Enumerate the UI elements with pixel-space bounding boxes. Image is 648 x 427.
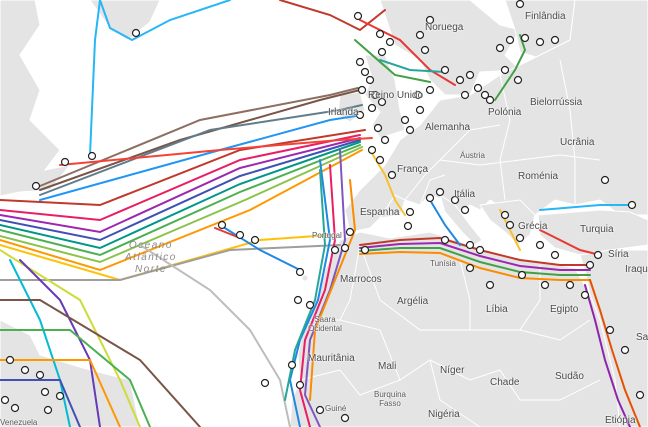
label-polonia: Polónia [488, 107, 522, 118]
land-north-america [0, 0, 72, 197]
label-nigeria: Nigéria [428, 409, 460, 420]
label-marrocos: Marrocos [340, 274, 382, 285]
label-franca: França [397, 164, 429, 175]
label-austria: Áustria [460, 151, 485, 160]
label-bielorussia: Bielorrússia [530, 97, 583, 108]
label-reino-unido: Reino Unido [368, 90, 424, 101]
label-tunisia: Tunísia [430, 259, 456, 268]
label-niger: Níger [440, 365, 465, 376]
ocean-label: Oceano Atlântico Norte [125, 240, 177, 276]
label-grecia: Grécia [518, 221, 548, 232]
label-etiopia: Etiópia [605, 415, 636, 426]
label-italia: Itália [454, 189, 476, 200]
label-venezuela: Venezuela [0, 418, 38, 427]
label-argelia: Argélia [397, 296, 429, 307]
label-finlandia: Finlândia [525, 11, 566, 22]
label-iraque: Iraque [625, 264, 648, 275]
label-saara-ocidental: Saara Ocidental [308, 315, 342, 333]
label-irlanda: Irlanda [328, 107, 359, 118]
label-noruega: Noruega [425, 22, 464, 33]
label-ucrania: Ucrânia [560, 137, 595, 148]
label-mauritania: Mauritânia [308, 353, 355, 364]
label-siria: Síria [608, 249, 629, 260]
label-libia: Líbia [486, 304, 508, 315]
label-egipto: Egipto [550, 304, 579, 315]
label-mali: Mali [378, 361, 397, 372]
label-espanha: Espanha [360, 207, 400, 218]
label-chade: Chade [490, 377, 520, 388]
land-italy [439, 193, 483, 246]
label-turquia: Turquia [580, 224, 614, 235]
label-portugal: Portugal [312, 231, 342, 240]
label-burquina-fasso: Burquina Fasso [373, 390, 407, 408]
ocean-label-line1: Oceano [128, 240, 173, 251]
land-canaries [301, 274, 309, 282]
land-caribbean-south-america [0, 319, 141, 427]
label-guine: Guiné [325, 404, 347, 413]
label-sudao: Sudão [555, 371, 584, 382]
ocean-label-line2: Atlântico [125, 252, 177, 263]
ocean-label-line3: Norte [134, 264, 167, 275]
label-alemanha: Alemanha [425, 122, 471, 133]
label-romenia: Roménia [518, 171, 559, 182]
borders-layer [299, 59, 601, 427]
label-sa: Sa [636, 332, 648, 343]
